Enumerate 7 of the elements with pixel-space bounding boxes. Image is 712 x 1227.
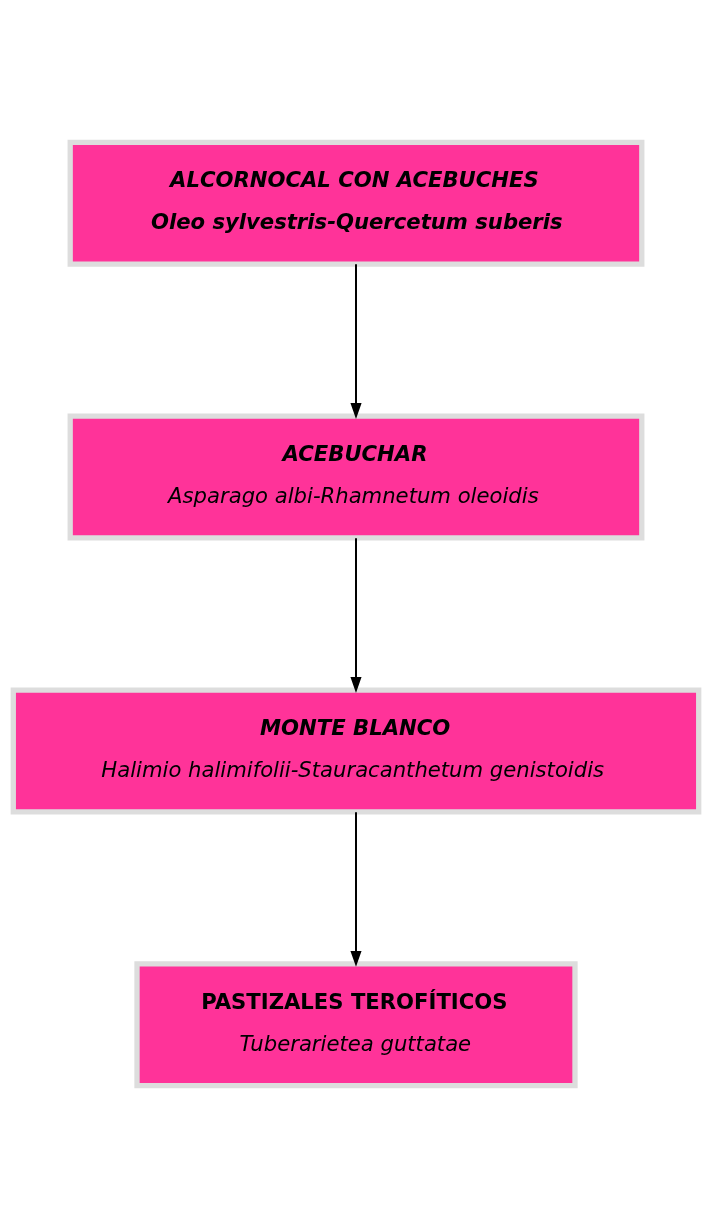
node-box: ALCORNOCAL CON ACEBUCHES Oleo sylvestris-Quercetum suberis: [67, 139, 645, 267]
node-box: PASTIZALES TEROFÍTICOS Tuberarietea guttatae: [134, 960, 578, 1088]
node-box: MONTE BLANCO Halimio halimifolii-Stauracanthetum genistoidis: [10, 686, 702, 814]
arrow: [350, 810, 362, 967]
node-box: ACEBUCHAR Asparago albi-Rhamnetum oleoidis: [67, 413, 645, 541]
arrow: [350, 536, 362, 693]
arrow: [350, 262, 362, 419]
